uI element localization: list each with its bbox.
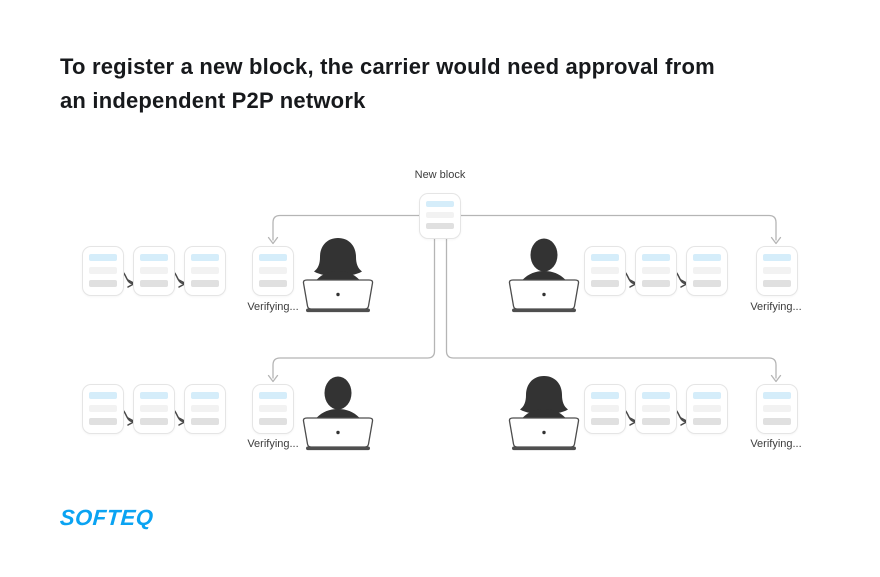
woman-hair — [314, 238, 362, 276]
laptop-base — [306, 446, 370, 451]
block-card — [635, 246, 677, 296]
block-card — [584, 246, 626, 296]
laptop-base — [512, 308, 576, 313]
verifying-label: Verifying... — [247, 301, 299, 313]
block-card — [82, 384, 124, 434]
down-arrow-icon — [267, 374, 279, 383]
block-card — [584, 384, 626, 434]
man-at-laptop-icon — [299, 374, 377, 454]
woman-at-laptop-icon — [299, 236, 377, 316]
verifying-label: Verifying... — [247, 438, 299, 450]
block-card — [133, 246, 175, 296]
block-card — [184, 246, 226, 296]
down-arrow-icon — [770, 374, 782, 383]
man-at-laptop-icon — [505, 236, 583, 316]
laptop-logo-dot — [542, 430, 546, 435]
page-title-line1: To register a new block, the carrier wou… — [60, 54, 715, 79]
down-arrow-icon — [770, 236, 782, 245]
new-block-label: New block — [414, 169, 466, 181]
man-head — [530, 238, 558, 272]
woman-hair — [520, 376, 568, 414]
laptop-logo-dot — [336, 292, 340, 297]
block-card — [133, 384, 175, 434]
verifying-block-card — [756, 246, 798, 296]
laptop-logo-dot — [336, 430, 340, 435]
block-card — [686, 384, 728, 434]
verifying-block-card — [252, 384, 294, 434]
woman-at-laptop-icon — [505, 374, 583, 454]
block-card — [635, 384, 677, 434]
man-head — [324, 376, 352, 410]
verifying-block-card — [252, 246, 294, 296]
verifying-label: Verifying... — [750, 438, 802, 450]
down-arrow-icon — [267, 236, 279, 245]
verifying-label: Verifying... — [750, 301, 802, 313]
page-title: To register a new block, the carrier wou… — [60, 50, 840, 117]
page-title-line2: an independent P2P network — [60, 87, 366, 113]
block-card — [82, 246, 124, 296]
softeq-logo: SOFTEQ — [59, 505, 155, 530]
new-block-card — [419, 193, 461, 239]
laptop-base — [512, 446, 576, 451]
block-card — [184, 384, 226, 434]
laptop-base — [306, 308, 370, 313]
verifying-block-card — [756, 384, 798, 434]
block-card — [686, 246, 728, 296]
laptop-logo-dot — [542, 292, 546, 297]
